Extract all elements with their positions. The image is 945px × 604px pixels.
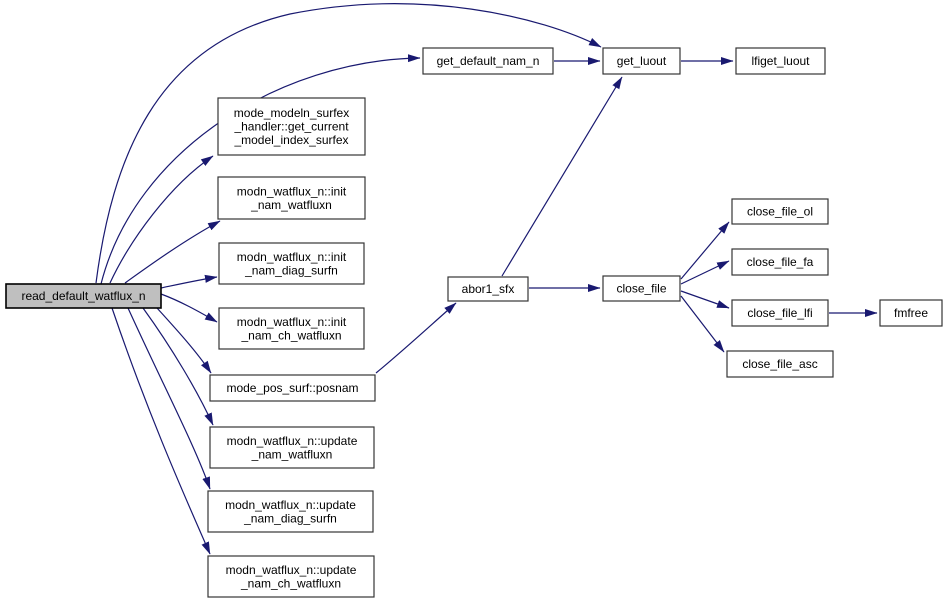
graph-node-label: get_luout [617,54,667,68]
graph-node-init_nam_diag_surfn[interactable]: modn_watflux_n::init_nam_diag_surfn [218,242,365,285]
graph-node-label: modn_watflux_n::init [237,315,347,329]
node-box[interactable] [217,176,366,220]
graph-node-close_file_asc[interactable]: close_file_asc [726,350,834,378]
node-box[interactable] [209,426,375,469]
edge-read_default_watflux_n--update_nam_ch_watfluxn [111,307,211,555]
node-box[interactable] [731,248,829,276]
graph-node-get_current_model_index_surfex[interactable]: mode_modeln_surfex_handler::get_current_… [217,97,366,156]
node-box[interactable] [879,299,943,327]
graph-node-update_nam_ch_watfluxn[interactable]: modn_watflux_n::update_nam_ch_watfluxn [207,555,375,598]
graph-node-abor1_sfx[interactable]: abor1_sfx [447,276,529,302]
graph-node-label: modn_watflux_n::update [227,434,358,448]
node-box[interactable] [218,242,365,285]
root-node-box[interactable] [5,283,162,309]
graph-node-label: _nam_ch_watfluxn [240,328,341,342]
edge-read_default_watflux_n--init_nam_ch_watfluxn [160,293,218,323]
node-box[interactable] [735,47,826,75]
edge-posnam--abor1_sfx [375,302,457,374]
graph-node-init_nam_watfluxn[interactable]: modn_watflux_n::init_nam_watfluxn [217,176,366,220]
graph-node-get_default_nam_n[interactable]: get_default_nam_n [422,47,554,75]
node-box[interactable] [602,47,681,75]
graph-node-read_default_watflux_n[interactable]: read_default_watflux_n [5,283,162,309]
node-box[interactable] [209,374,376,402]
node-box[interactable] [207,555,375,598]
node-box[interactable] [731,299,829,327]
node-box[interactable] [207,490,374,533]
graph-node-label: modn_watflux_n::update [226,563,357,577]
graph-node-posnam[interactable]: mode_pos_surf::posnam [209,374,376,402]
graph-node-label: read_default_watflux_n [21,289,145,303]
edge-abor1_sfx--get_luout [501,76,623,277]
graph-node-label: _handler::get_current [233,120,349,134]
graph-node-init_nam_ch_watfluxn[interactable]: modn_watflux_n::init_nam_ch_watfluxn [218,307,365,350]
graph-node-label: _nam_watfluxn [250,198,332,212]
edge-read_default_watflux_n--get_luout [95,3,602,284]
graph-node-close_file_ol[interactable]: close_file_ol [731,198,829,225]
node-box[interactable] [217,97,366,156]
node-box[interactable] [602,275,681,302]
edge-close_file--close_file_asc [680,295,725,353]
graph-node-close_file[interactable]: close_file [602,275,681,302]
edge-read_default_watflux_n--get_current_model_index_surfex [109,155,214,284]
edge-read_default_watflux_n--init_nam_watfluxn [124,220,221,284]
graph-node-label: close_file_ol [747,205,813,219]
graph-node-update_nam_diag_surfn[interactable]: modn_watflux_n::update_nam_diag_surfn [207,490,374,533]
graph-node-label: mode_modeln_surfex [234,106,349,120]
edge-close_file--close_file_fa [680,260,730,285]
edge-read_default_watflux_n--init_nam_diag_surfn [160,274,218,289]
graph-node-label: close_file_lfi [747,306,812,320]
graph-node-close_file_lfi[interactable]: close_file_lfi [731,299,829,327]
graph-node-label: abor1_sfx [462,282,515,296]
graph-node-label: modn_watflux_n::init [237,250,347,264]
graph-node-label: _nam_watfluxn [251,447,333,461]
node-box[interactable] [422,47,554,75]
edge-read_default_watflux_n--posnam [156,307,212,374]
graph-node-label: mode_pos_surf::posnam [226,381,358,395]
graph-node-update_nam_watfluxn[interactable]: modn_watflux_n::update_nam_watfluxn [209,426,375,469]
graph-node-close_file_fa[interactable]: close_file_fa [731,248,829,276]
graph-node-label: _nam_diag_surfn [243,511,337,525]
node-box[interactable] [218,307,365,350]
edge-close_file--close_file_ol [680,221,730,280]
graph-node-fmfree[interactable]: fmfree [879,299,943,327]
graph-node-label: modn_watflux_n::update [225,498,356,512]
graph-node-get_luout[interactable]: get_luout [602,47,681,75]
graph-node-label: close_file [616,282,666,296]
graph-node-label: fmfree [894,306,928,320]
node-box[interactable] [731,198,829,225]
edge-read_default_watflux_n--update_nam_watfluxn [142,307,214,426]
graph-node-label: close_file_asc [742,357,817,371]
edge-read_default_watflux_n--update_nam_diag_surfn [127,307,211,490]
graph-node-label: modn_watflux_n::init [237,184,347,198]
node-box[interactable] [726,350,834,378]
graph-node-label: _model_index_surfex [233,133,348,147]
edge-close_file--close_file_lfi [680,290,730,309]
graph-node-label: get_default_nam_n [437,54,540,68]
graph-node-lfiget_luout[interactable]: lfiget_luout [735,47,826,75]
node-box[interactable] [447,276,529,302]
graph-node-label: lfiget_luout [751,54,810,68]
graph-node-label: _nam_ch_watfluxn [240,576,341,590]
graph-node-label: _nam_diag_surfn [244,263,338,277]
graph-node-label: close_file_fa [747,255,814,269]
